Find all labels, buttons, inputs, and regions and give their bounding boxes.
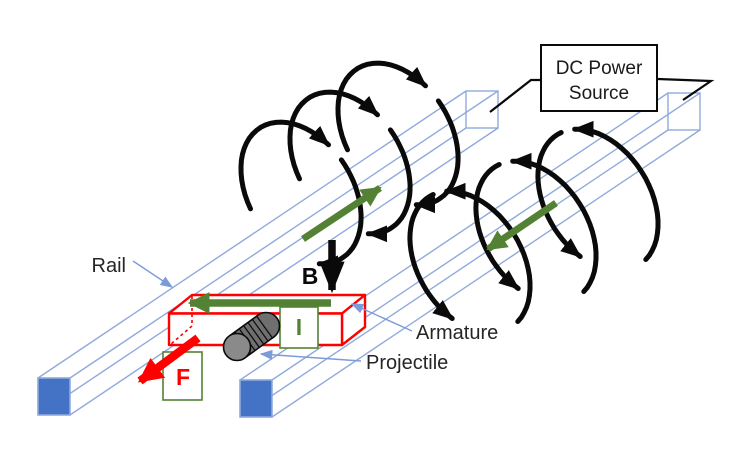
projectile-label: Projectile xyxy=(366,352,448,374)
rail-pointer xyxy=(132,260,174,288)
armature-label: Armature xyxy=(416,322,498,344)
projectile-hatch-line xyxy=(256,316,273,338)
dc-power-source-label-line1: DC Power xyxy=(556,58,643,79)
field-loop-arc xyxy=(316,157,364,273)
dc-power-source: DC Power Source xyxy=(540,44,658,112)
field-loop-arc xyxy=(238,119,331,212)
current-label: I xyxy=(296,314,302,340)
field-loop-arc xyxy=(335,60,428,153)
projectile-front-face xyxy=(222,332,252,362)
magnetic-field-loops xyxy=(238,60,661,324)
current-arrow-right-rail xyxy=(486,200,558,252)
projectile-hatch-line xyxy=(247,322,264,345)
field-loop-arc xyxy=(444,182,533,324)
b-field-label: B xyxy=(302,263,319,289)
field-loop-arc xyxy=(535,130,583,259)
field-loop-arc xyxy=(413,98,461,214)
field-loop-arc xyxy=(407,192,455,321)
armature-pointer xyxy=(350,303,413,332)
current-arrow-left-rail xyxy=(301,185,382,242)
right-rail-front-face xyxy=(239,379,273,418)
power-wires xyxy=(489,77,715,113)
left-rail-front-face xyxy=(37,377,71,416)
force-label: F xyxy=(176,364,190,390)
dc-power-source-box xyxy=(540,44,658,112)
projectile-hatch-line xyxy=(243,325,260,348)
force-arrow xyxy=(137,334,201,385)
current-label-box: I xyxy=(279,306,319,349)
field-loop-arc xyxy=(572,120,661,262)
projectile-pointer xyxy=(259,349,362,362)
field-loop-arc xyxy=(287,89,380,182)
wire-right xyxy=(657,77,715,101)
callout-pointers xyxy=(132,260,413,362)
dc-power-source-label-line2: Source xyxy=(569,83,629,104)
projectile-hatch-line xyxy=(252,319,269,342)
wire-left xyxy=(489,78,540,113)
rail-label: Rail xyxy=(92,255,126,277)
field-loop-arc xyxy=(473,162,521,291)
right-rail-back-face xyxy=(667,92,701,131)
left-rail-back-face xyxy=(465,90,499,129)
field-loop-arc xyxy=(365,127,413,243)
projectile xyxy=(222,311,281,362)
